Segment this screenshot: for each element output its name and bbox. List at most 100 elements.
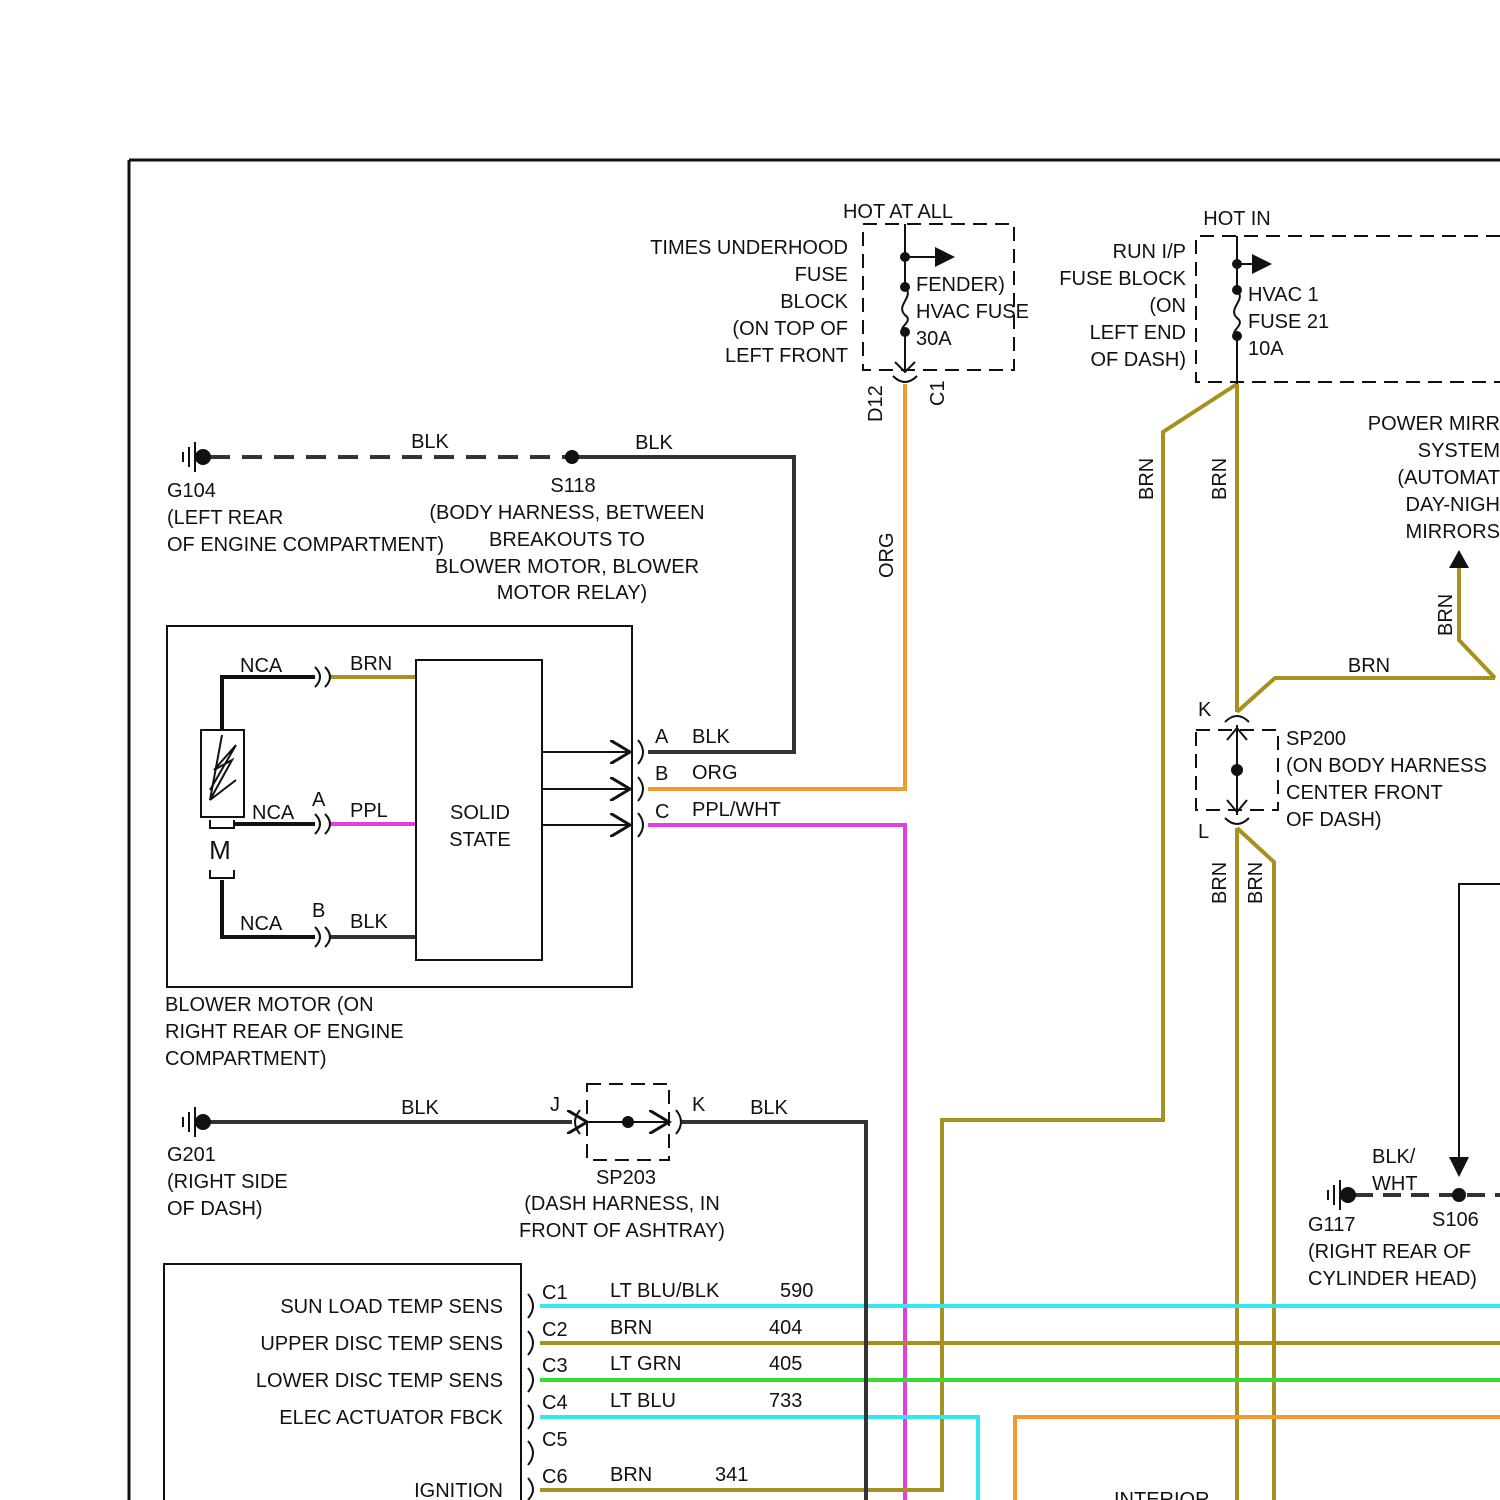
underhood-inner-line: 30A — [916, 328, 952, 350]
wire-label-brn: BRN — [1435, 594, 1457, 636]
wire-label-org: ORG — [876, 532, 898, 578]
blower-pin-b-wire: BLK — [350, 911, 388, 933]
underhood-inner-line: HVAC FUSE — [916, 301, 1029, 323]
module-row-pin: C5 — [542, 1429, 568, 1451]
blower-desc-line: COMPARTMENT) — [165, 1048, 326, 1070]
blower-conn-pin: C — [655, 801, 669, 823]
module-row-wire: BRN — [610, 1317, 652, 1339]
wire-blk-right — [1459, 884, 1500, 1175]
module-row-circuit: 404 — [769, 1317, 802, 1339]
module-row-label: UPPER DISC TEMP SENS — [260, 1333, 503, 1355]
wire-label-brn: BRN — [1136, 458, 1158, 500]
underhood-desc-line: TIMES UNDERHOOD — [650, 237, 848, 259]
sp203-id: SP203 — [596, 1167, 656, 1189]
underhood-inner-line: FENDER) — [916, 274, 1005, 296]
interior-partial-label: INTERIOR — [1114, 1489, 1210, 1500]
wire-label-blk: BLK — [635, 432, 673, 454]
underhood-desc-line: BLOCK — [780, 291, 848, 313]
splice-s106-dot — [1452, 1188, 1466, 1202]
ip-desc-line: FUSE BLOCK — [1059, 268, 1186, 290]
underhood-desc-line: LEFT FRONT — [725, 345, 848, 367]
wire-org-lower — [1015, 1417, 1500, 1500]
blower-motor-box — [167, 626, 632, 987]
solid-state-label: STATE — [449, 829, 510, 851]
module-row-pin: C6 — [542, 1466, 568, 1488]
wire-label-brn: BRN — [1209, 862, 1231, 904]
blower-nca-label: NCA — [252, 802, 295, 824]
wire-label-blk: BLK — [750, 1097, 788, 1119]
g104-id: G104 — [167, 480, 216, 502]
g201-desc: OF DASH) — [167, 1198, 263, 1220]
underhood-hot-label: HOT AT ALL — [843, 201, 953, 223]
sp203-desc: (DASH HARNESS, IN — [524, 1193, 720, 1215]
ip-desc-line: LEFT END — [1090, 322, 1186, 344]
s106-wire: BLK/ — [1372, 1146, 1416, 1168]
sp203-pin-k: K — [692, 1094, 706, 1116]
solid-state-label: SOLID — [450, 802, 510, 824]
module-row-pin: C2 — [542, 1319, 568, 1341]
module-row-wire: LT GRN — [610, 1353, 682, 1375]
module-row-circuit: 405 — [769, 1353, 802, 1375]
module-row-label: SUN LOAD TEMP SENS — [280, 1296, 503, 1318]
ip-desc: RUN I/P FUSE BLOCK (ON LEFT END OF DASH) — [1059, 241, 1186, 371]
wire-label-blk: BLK — [411, 431, 449, 453]
sp203-desc: FRONT OF ASHTRAY) — [519, 1220, 725, 1242]
underhood-pin-d12: D12 — [865, 385, 887, 422]
ip-inner-line: FUSE 21 — [1248, 311, 1329, 333]
s118-desc-line: BLOWER MOTOR, BLOWER — [435, 556, 699, 578]
underhood-desc-line: FUSE — [795, 264, 848, 286]
splice-sp200-symbol — [1196, 716, 1278, 824]
module-row-wire: LT BLU/BLK — [610, 1280, 720, 1302]
splice-sp203-symbol — [575, 1084, 681, 1160]
blower-pin-a-wire: PPL — [350, 800, 388, 822]
blower-nca-label: NCA — [240, 655, 283, 677]
s106-wire: WHT — [1372, 1173, 1418, 1195]
module-row-label: IGNITION — [414, 1480, 503, 1500]
power-mirror-line: (AUTOMAT — [1397, 467, 1500, 489]
blower-nca-label: NCA — [240, 913, 283, 935]
power-mirror-arrow — [1449, 550, 1469, 568]
ip-desc-line: RUN I/P — [1113, 241, 1186, 263]
sp200-id: SP200 — [1286, 728, 1346, 750]
blower-conn-pin: A — [655, 726, 669, 748]
blower-conn-wire: ORG — [692, 762, 738, 784]
g117-desc: (RIGHT REAR OF — [1308, 1241, 1471, 1263]
sp200-desc: (ON BODY HARNESS — [1286, 755, 1487, 777]
module-row-circuit: 590 — [780, 1280, 813, 1302]
g117-id: G117 — [1308, 1214, 1355, 1236]
sp200-pin-l: L — [1198, 821, 1209, 843]
module-row-circuit: 733 — [769, 1390, 802, 1412]
g104-desc: OF ENGINE COMPARTMENT) — [167, 534, 444, 556]
blower-top-wire-label: BRN — [350, 653, 392, 675]
s118-id: S118 — [550, 475, 595, 497]
ip-fuse-block — [1196, 236, 1500, 384]
blower-desc-line: RIGHT REAR OF ENGINE — [165, 1021, 404, 1043]
s118-desc-line: MOTOR RELAY) — [497, 582, 647, 604]
wire-label-brn: BRN — [1348, 655, 1390, 677]
ip-inner-line: 10A — [1248, 338, 1284, 360]
blower-pin-b: B — [312, 900, 325, 922]
module-row-label: ELEC ACTUATOR FBCK — [279, 1407, 503, 1429]
blower-desc-line: BLOWER MOTOR (ON — [165, 994, 374, 1016]
blower-conn-wire: BLK — [692, 726, 730, 748]
wire-label-brn: BRN — [1245, 862, 1267, 904]
underhood-desc-line: (ON TOP OF — [732, 318, 848, 340]
wire-lt-blu — [540, 1417, 978, 1500]
s118-desc-line: (BODY HARNESS, BETWEEN — [429, 502, 704, 524]
power-mirror-line: MIRRORS — [1406, 521, 1500, 543]
power-mirror-label: POWER MIRR SYSTEM (AUTOMAT DAY-NIGH MIRR… — [1368, 413, 1500, 543]
blower-conn-pin: B — [655, 763, 668, 785]
g104-desc: (LEFT REAR — [167, 507, 283, 529]
ip-desc-line: (ON — [1149, 295, 1186, 317]
blower-motor-letter: M — [209, 835, 231, 865]
module-row-circuit: 341 — [715, 1464, 748, 1486]
blower-conn-wire: PPL/WHT — [692, 799, 781, 821]
wire-label-brn: BRN — [1209, 458, 1231, 500]
module-row-pin: C4 — [542, 1392, 568, 1414]
g201-desc: (RIGHT SIDE — [167, 1171, 288, 1193]
sp200-pin-k: K — [1198, 699, 1212, 721]
underhood-desc: TIMES UNDERHOOD FUSE BLOCK (ON TOP OF LE… — [650, 237, 848, 367]
blower-pin-a: A — [312, 789, 326, 811]
s118-desc-line: BREAKOUTS TO — [489, 529, 645, 551]
